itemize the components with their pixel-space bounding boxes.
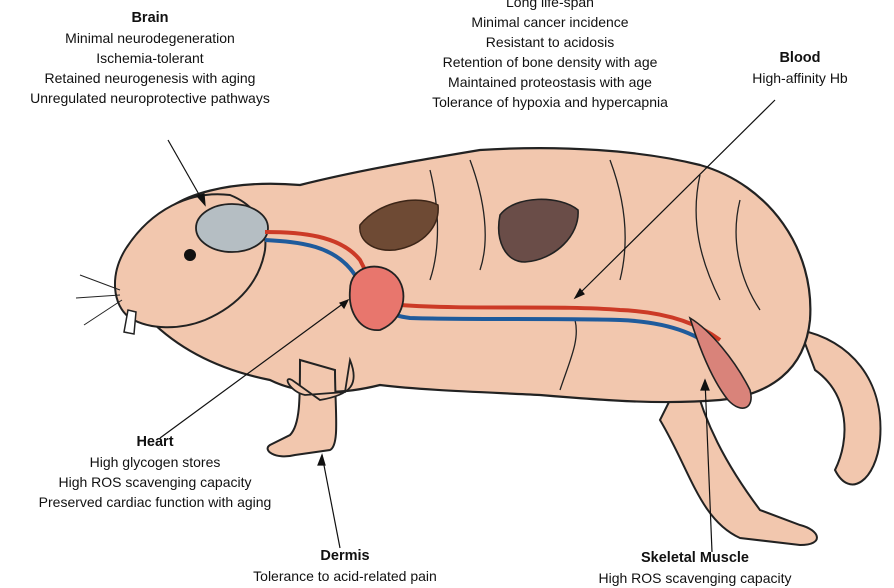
brain-title: Brain [0,8,300,28]
heart-trait: High glycogen stores [10,452,300,472]
skeletal-muscle-trait: High ROS scavenging capacity [570,568,820,588]
whole-body-trait: Long life-span [400,0,700,12]
eye [184,249,196,261]
whole-body-trait: Tolerance of hypoxia and hypercapnia [400,92,700,112]
brain-trait: Minimal neurodegeneration [0,28,300,48]
brain-trait: Retained neurogenesis with aging [0,68,300,88]
brain [196,204,268,252]
brain-label-block: Brain Minimal neurodegeneration Ischemia… [0,8,300,108]
blood-title: Blood [730,48,870,68]
whole-body-trait: Minimal cancer incidence [400,12,700,32]
blood-label-block: Blood High-affinity Hb [730,48,870,88]
heart-label-block: Heart High glycogen stores High ROS scav… [10,432,300,512]
whole-body-trait: Resistant to acidosis [400,32,700,52]
brain-trait: Unregulated neuroprotective pathways [0,88,300,108]
brain-trait: Ischemia-tolerant [0,48,300,68]
skeletal-muscle-label-block: Skeletal Muscle High ROS scavenging capa… [570,548,820,588]
dermis-title: Dermis [220,546,470,566]
skeletal-muscle-title: Skeletal Muscle [570,548,820,568]
blood-trait: High-affinity Hb [730,68,870,88]
dermis-trait: Tolerance to acid-related pain [220,566,470,586]
heart-title: Heart [10,432,300,452]
tail [800,330,880,484]
whole-body-trait: Retention of bone density with age [400,52,700,72]
heart-trait: Preserved cardiac function with aging [10,492,300,512]
whole-body-label-block: Long life-span Minimal cancer incidence … [400,0,700,112]
heart-trait: High ROS scavenging capacity [10,472,300,492]
dermis-label-block: Dermis Tolerance to acid-related pain [220,546,470,586]
whole-body-trait: Maintained proteostasis with age [400,72,700,92]
